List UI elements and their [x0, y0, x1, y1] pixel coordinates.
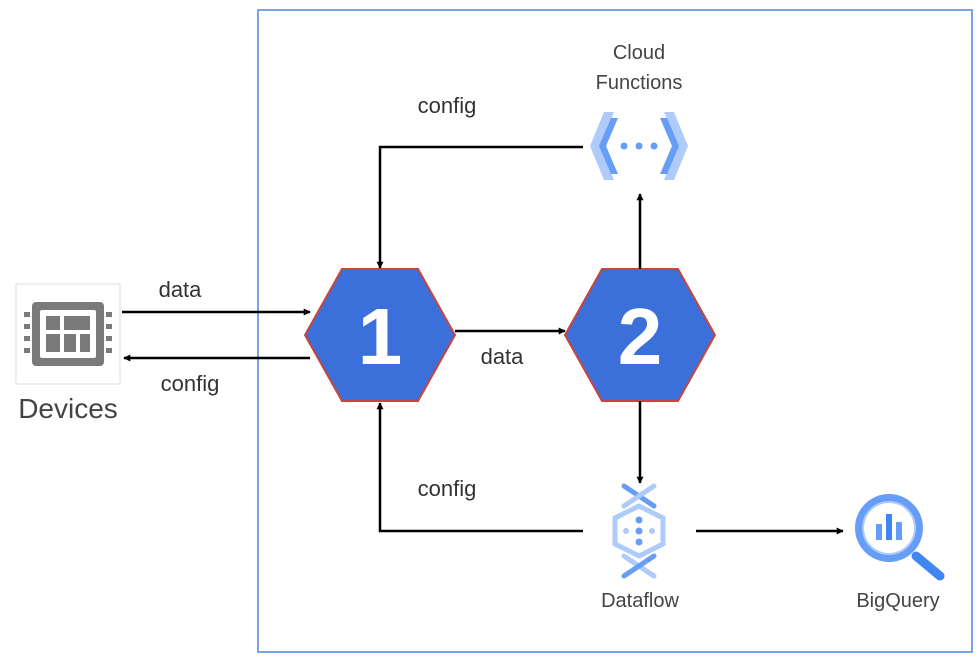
bigquery-label: BigQuery [856, 590, 939, 612]
device-chip-icon [15, 283, 121, 385]
edge-functions-to-hex1-label: config [418, 93, 477, 118]
dataflow-label: Dataflow [601, 590, 679, 612]
edge-hex1-to-devices-label: config [161, 371, 220, 396]
cloud-functions-label-line1: Cloud [613, 42, 665, 64]
edge-hex1-to-hex2-label: data [481, 344, 525, 369]
hexagon-node-2-number: 2 [618, 292, 663, 381]
hexagon-node-1-number: 1 [358, 292, 403, 381]
hexagon-node-1 [303, 268, 457, 402]
cloud-functions-icon [590, 112, 688, 180]
edge-dataflow-to-hex1 [376, 402, 583, 533]
edge-devices-to-hex1-label: data [159, 277, 203, 302]
hexagon-node-2 [563, 268, 717, 402]
edge-dataflow-to-hex1-label: config [418, 476, 477, 501]
dataflow-icon [612, 483, 666, 579]
edge-functions-to-hex1 [376, 145, 583, 269]
cloud-boundary-frame [257, 9, 973, 653]
devices-label: Devices [18, 393, 118, 424]
cloud-functions-label-line2: Functions [596, 72, 683, 94]
bigquery-icon [855, 494, 945, 581]
